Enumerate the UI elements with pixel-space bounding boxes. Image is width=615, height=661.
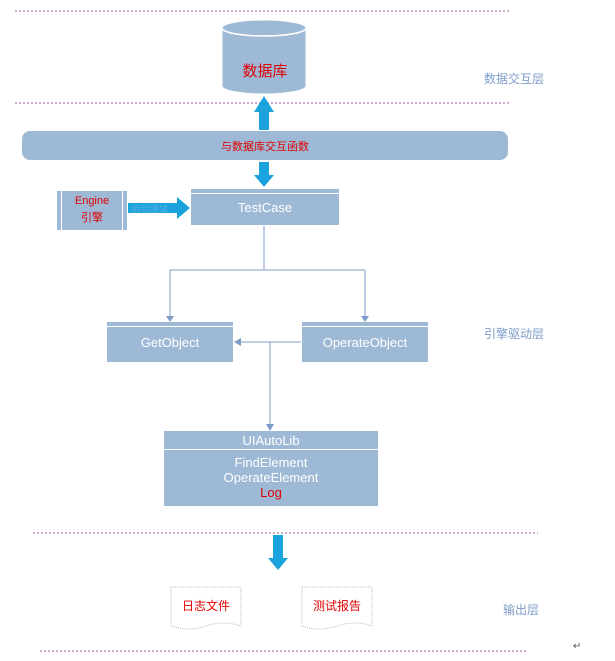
arrow-engine-to-testcase xyxy=(128,197,190,219)
arrow-down-to-output xyxy=(268,535,288,570)
doc-test-report-label: 测试报告 xyxy=(312,599,361,613)
engine-box-line2: 引擎 xyxy=(81,211,103,224)
arrow-up-to-database xyxy=(254,96,274,130)
layer-label-engine: 引擎驱动层 xyxy=(484,327,545,341)
engine-box: Engine 引擎 xyxy=(57,191,127,230)
operateobject-box: OperateObject xyxy=(302,322,428,362)
uiautolib-method-0: FindElement xyxy=(234,455,308,470)
layer-label-data: 数据交互层 xyxy=(484,72,545,86)
interaction-bar-label: 与数据库交互函数 xyxy=(221,140,309,153)
paragraph-mark: ↵ xyxy=(573,641,582,652)
interaction-bar-shape xyxy=(22,131,508,160)
getobject-label: GetObject xyxy=(140,334,200,350)
database-label: 数据库 xyxy=(242,62,288,80)
engine-arrow-label: 启动测试 xyxy=(132,205,169,215)
doc-test-report-shape xyxy=(301,586,373,630)
getobject-box: GetObject xyxy=(107,322,233,362)
operateobject-label: OperateObject xyxy=(322,334,408,350)
database-cylinder xyxy=(221,19,307,95)
uiautolib-log: Log xyxy=(260,485,282,500)
doc-log-file-shape xyxy=(170,586,242,630)
testcase-box: TestCase xyxy=(191,189,339,225)
uiautolib-box: UIAutoLib FindElement OperateElement Log xyxy=(164,431,378,506)
uiautolib-divider xyxy=(164,449,378,450)
uiautolib-method-1: OperateElement xyxy=(223,470,319,485)
arrow-down-to-testcase xyxy=(254,162,274,187)
testcase-label: TestCase xyxy=(237,199,293,215)
doc-log-file-label: 日志文件 xyxy=(181,599,230,613)
uiautolib-title: UIAutoLib xyxy=(242,433,300,448)
engine-box-line1: Engine xyxy=(74,195,110,207)
layer-label-output: 输出层 xyxy=(503,603,540,617)
